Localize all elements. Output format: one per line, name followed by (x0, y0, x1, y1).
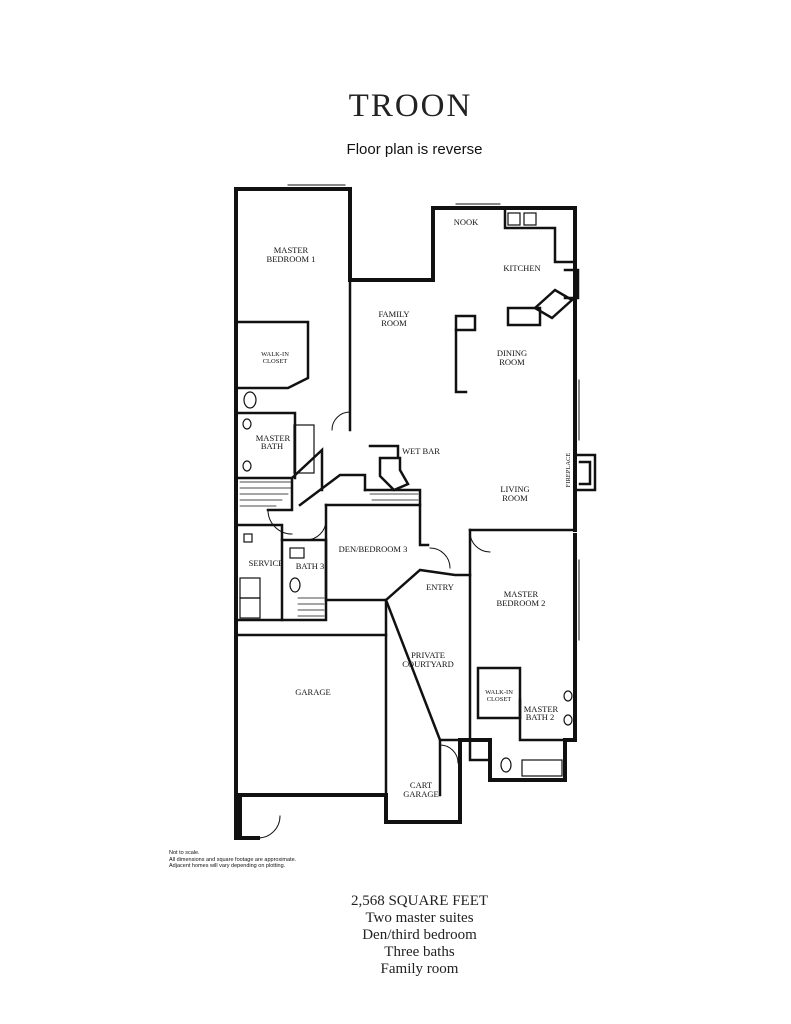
dining-room-label: DINING (497, 348, 527, 358)
walk-in-closet-1-label-2: CLOSET (263, 358, 288, 365)
exterior-walls (234, 187, 577, 840)
walk-in-closet-2-label: WALK-IN (485, 689, 513, 696)
windows (287, 184, 580, 641)
feature-square-feet: 2,568 SQUARE FEET (350, 893, 489, 909)
kitchen-label: KITCHEN (503, 263, 540, 273)
disclaimer-line: All dimensions and square footage are ap… (169, 856, 297, 863)
feature-item: Two master suites (365, 910, 474, 926)
master-bath-2-label-2: BATH 2 (526, 712, 555, 722)
family-room-label-2: ROOM (381, 318, 407, 328)
master-bedroom-2-label-2: BEDROOM 2 (497, 598, 546, 608)
fireplace-label: FIREPLACE (565, 453, 572, 488)
cart-garage-label-2: GARAGE (403, 789, 438, 799)
door-swings (257, 411, 491, 839)
entry-label: ENTRY (426, 582, 454, 592)
master-bedroom-1-label: MASTER (274, 245, 309, 255)
feature-item: Family room (380, 961, 459, 977)
disclaimer-notes: Not to scale. All dimensions and square … (169, 850, 369, 870)
wet-bar-label: WET BAR (402, 446, 440, 456)
feature-item: Three baths (384, 944, 455, 960)
master-bedroom-1-label-2: BEDROOM 1 (267, 254, 316, 264)
feature-item: Den/third bedroom (362, 927, 477, 943)
fixtures (239, 212, 573, 777)
garage-label: GARAGE (295, 687, 330, 697)
private-courtyard-label: PRIVATE (411, 650, 445, 660)
living-room-label: LIVING (500, 484, 529, 494)
living-room-label-2: ROOM (502, 493, 528, 503)
disclaimer-line: Adjacent homes will vary depending on pl… (169, 863, 286, 869)
plan-title: TROON (348, 88, 473, 124)
tile-areas (239, 481, 419, 617)
den-label: DEN/BEDROOM 3 (339, 544, 408, 554)
nook-label: NOOK (454, 217, 479, 227)
family-room-label: FAMILY (378, 309, 409, 319)
service-label: SERVICE (249, 558, 284, 568)
walk-in-closet-2-label-2: CLOSET (487, 696, 512, 703)
master-bath-2-label: MASTER (524, 704, 559, 714)
master-bath-1-label: MASTER (256, 433, 291, 443)
master-bedroom-2-label: MASTER (504, 589, 539, 599)
plan-subtitle: Floor plan is reverse (346, 141, 483, 158)
cart-garage-label: CART (410, 780, 433, 790)
disclaimer-line: Not to scale. (169, 850, 200, 856)
walk-in-closet-1-label: WALK-IN (261, 351, 289, 358)
feature-list: 2,568 SQUARE FEET Two master suites Den/… (0, 893, 791, 978)
private-courtyard-label-2: COURTYARD (402, 659, 453, 669)
dining-room-label-2: ROOM (499, 357, 525, 367)
interior-walls (236, 206, 597, 797)
bath-3-label: BATH 3 (296, 561, 325, 571)
master-bath-1-label-2: BATH (261, 441, 283, 451)
